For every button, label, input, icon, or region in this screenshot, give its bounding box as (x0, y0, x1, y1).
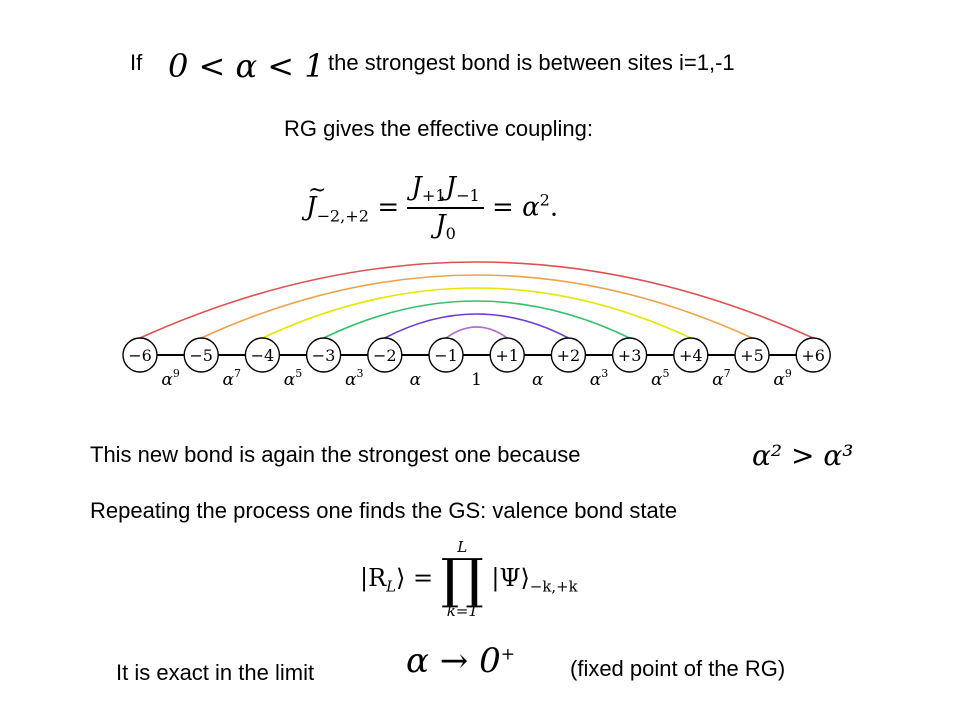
equals-sign: = (377, 192, 408, 223)
site-node (489, 337, 525, 373)
numerator-j-minus-sub: −1 (456, 186, 480, 206)
site-label: +1 (495, 346, 519, 365)
site-label: +2 (557, 346, 581, 365)
bond-label: α9 (161, 367, 179, 390)
numerator-j-plus: J (411, 172, 422, 202)
strongest-again-text: This new bond is again the strongest one… (90, 442, 581, 467)
bond-label: α (532, 370, 544, 390)
bond-label: α5 (651, 367, 669, 390)
site-label: +4 (679, 346, 703, 365)
site-node (244, 337, 281, 373)
effective-coupling-formula: J−2,+2 = J+1J−1 J0 = α2. (306, 174, 558, 243)
site-label: +3 (618, 346, 642, 365)
zero-plus-superscript: + (500, 644, 515, 665)
rg-effective-coupling-text: RG gives the effective coupling: (284, 116, 593, 141)
coupling-fraction: J+1J−1 J0 (407, 174, 484, 244)
j-tilde-subscript: −2,+2 (316, 206, 370, 226)
valence-bond-text: Repeating the process one finds the GS: … (90, 498, 678, 523)
rg-arc-−2-+2 (384, 313, 569, 339)
site-label: +6 (801, 346, 825, 365)
rg-arc-−5-+5 (200, 274, 753, 339)
bond-label: α5 (284, 367, 302, 390)
state-ket-open: |R (360, 563, 387, 592)
site-node (428, 337, 464, 373)
bond-label: α (410, 370, 422, 390)
site-node (673, 337, 709, 373)
site-label: −1 (434, 346, 458, 365)
exact-limit-text: It is exact in the limit (116, 660, 315, 685)
rg-arc-−1-+1 (445, 326, 508, 339)
site-label: −3 (312, 346, 336, 365)
coupling-numerator: J+1J−1 (407, 174, 483, 207)
state-ket-subscript: L (386, 577, 397, 596)
psi-ket: |Ψ⟩ (491, 563, 530, 592)
coupling-denominator: J0 (407, 207, 484, 244)
if-label: If (130, 50, 143, 75)
site-label: −4 (251, 346, 275, 365)
numerator-j-plus-sub: +1 (421, 186, 446, 206)
site-node (183, 337, 219, 373)
bond-label: α3 (590, 367, 608, 390)
product-upper-limit: L (457, 538, 468, 556)
site-label: −2 (373, 346, 397, 365)
product-operator: L ∏ k=1 (441, 540, 484, 619)
site-node (795, 337, 831, 373)
bond-label: α7 (223, 367, 241, 390)
alpha-squared-exponent: 2 (539, 190, 550, 210)
rg-arc-−4-+4 (262, 287, 692, 339)
site-node (122, 337, 158, 373)
rg-arc-−6-+6 (139, 261, 814, 339)
formula-period: . (549, 192, 559, 223)
bond-label: α7 (712, 367, 730, 390)
product-lower-limit: k=1 (446, 601, 478, 620)
state-ket-close: ⟩ = (396, 563, 434, 592)
alpha-squared: = α (492, 192, 540, 223)
site-node (305, 337, 342, 373)
alpha-inequality-formula: α² > α³ (752, 439, 854, 472)
valence-bond-state-formula: |RL⟩ = L ∏ k=1 |Ψ⟩−k,+k (360, 540, 578, 619)
rg-arc-−3-+3 (323, 300, 630, 339)
fixed-point-note: (fixed point of the RG) (570, 656, 786, 681)
bond-label: 1 (471, 370, 482, 390)
denominator-j: J (435, 210, 446, 241)
numerator-j-minus: J (445, 172, 457, 202)
alpha-to-zero: α → 0 (406, 641, 501, 681)
alpha-range-formula: 0 < α < 1 (168, 47, 325, 85)
alpha-limit-formula: α → 0+ (406, 644, 515, 678)
psi-ket-subscript: −k,+k (529, 577, 578, 596)
j-tilde-symbol: J (306, 180, 327, 220)
product-symbol: ∏ (440, 547, 484, 610)
site-label: −5 (189, 346, 213, 365)
site-node (550, 337, 587, 373)
denominator-j-sub: 0 (445, 224, 456, 244)
site-node (611, 337, 648, 373)
bond-label: α9 (773, 367, 791, 390)
bond-label: α3 (345, 367, 363, 390)
site-node (734, 337, 770, 373)
site-node (367, 337, 403, 373)
strongest-bond-text: the strongest bond is between sites i=1,… (328, 50, 735, 75)
site-label: −6 (128, 346, 152, 365)
site-label: +5 (740, 346, 764, 365)
